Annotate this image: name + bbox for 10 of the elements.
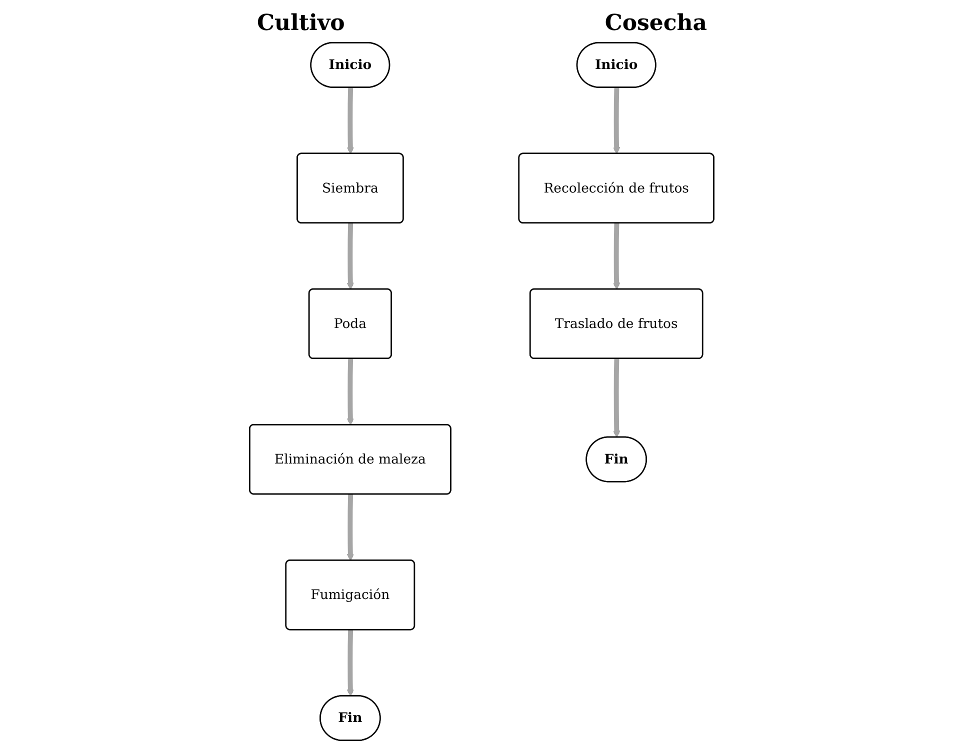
arrow [347,223,354,290]
arrow [347,494,354,561]
column-heading: Cosecha [604,10,708,36]
arrow [347,630,354,696]
arrow [347,88,354,154]
arrow [613,88,620,154]
arrow [613,358,621,438]
column-heading: Cultivo [256,10,345,36]
arrow [347,358,354,426]
arrow [613,223,620,290]
